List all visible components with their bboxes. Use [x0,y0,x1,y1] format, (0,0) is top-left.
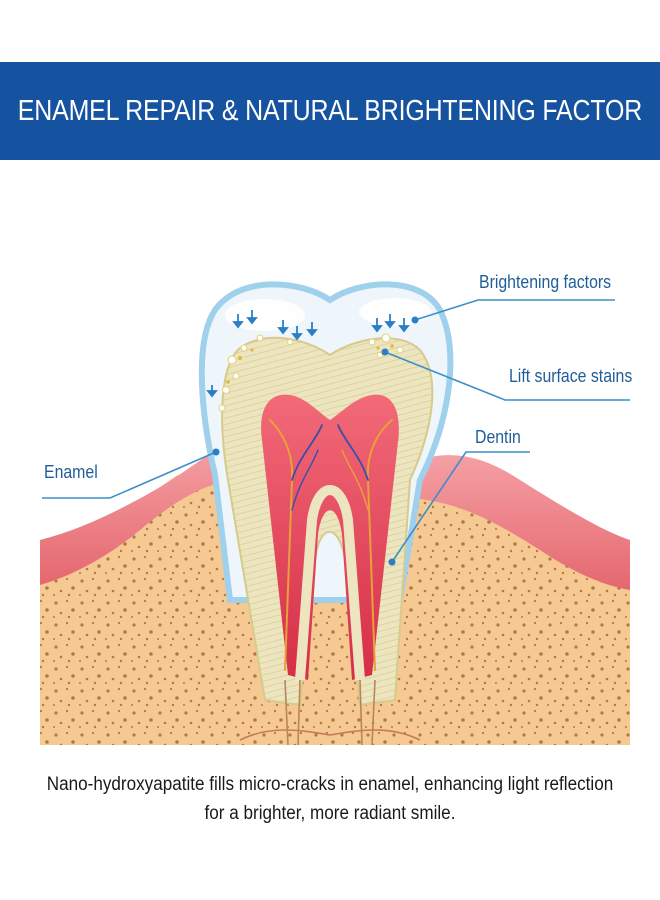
caption: Nano-hydroxyapatite fills micro-cracks i… [0,770,660,828]
gum-right [405,455,630,590]
caption-line-2: for a brighter, more radiant smile. [204,803,456,824]
arrow-icon [206,310,410,398]
gum-left [40,445,232,585]
tooth-diagram [40,281,630,746]
label-enamel: Enamel [44,462,98,482]
label-brightening-factors: Brightening factors [479,272,612,292]
caption-line-1: Nano-hydroxyapatite fills micro-cracks i… [46,774,614,795]
label-dentin: Dentin [475,427,521,447]
label-lift-surface-stains: Lift surface stains [509,366,633,386]
pulp-chamber [261,394,399,680]
header-banner: ENAMEL REPAIR & NATURAL BRIGHTENING FACT… [0,62,660,160]
page-title: ENAMEL REPAIR & NATURAL BRIGHTENING FACT… [17,94,643,127]
leader-lines [42,299,630,563]
